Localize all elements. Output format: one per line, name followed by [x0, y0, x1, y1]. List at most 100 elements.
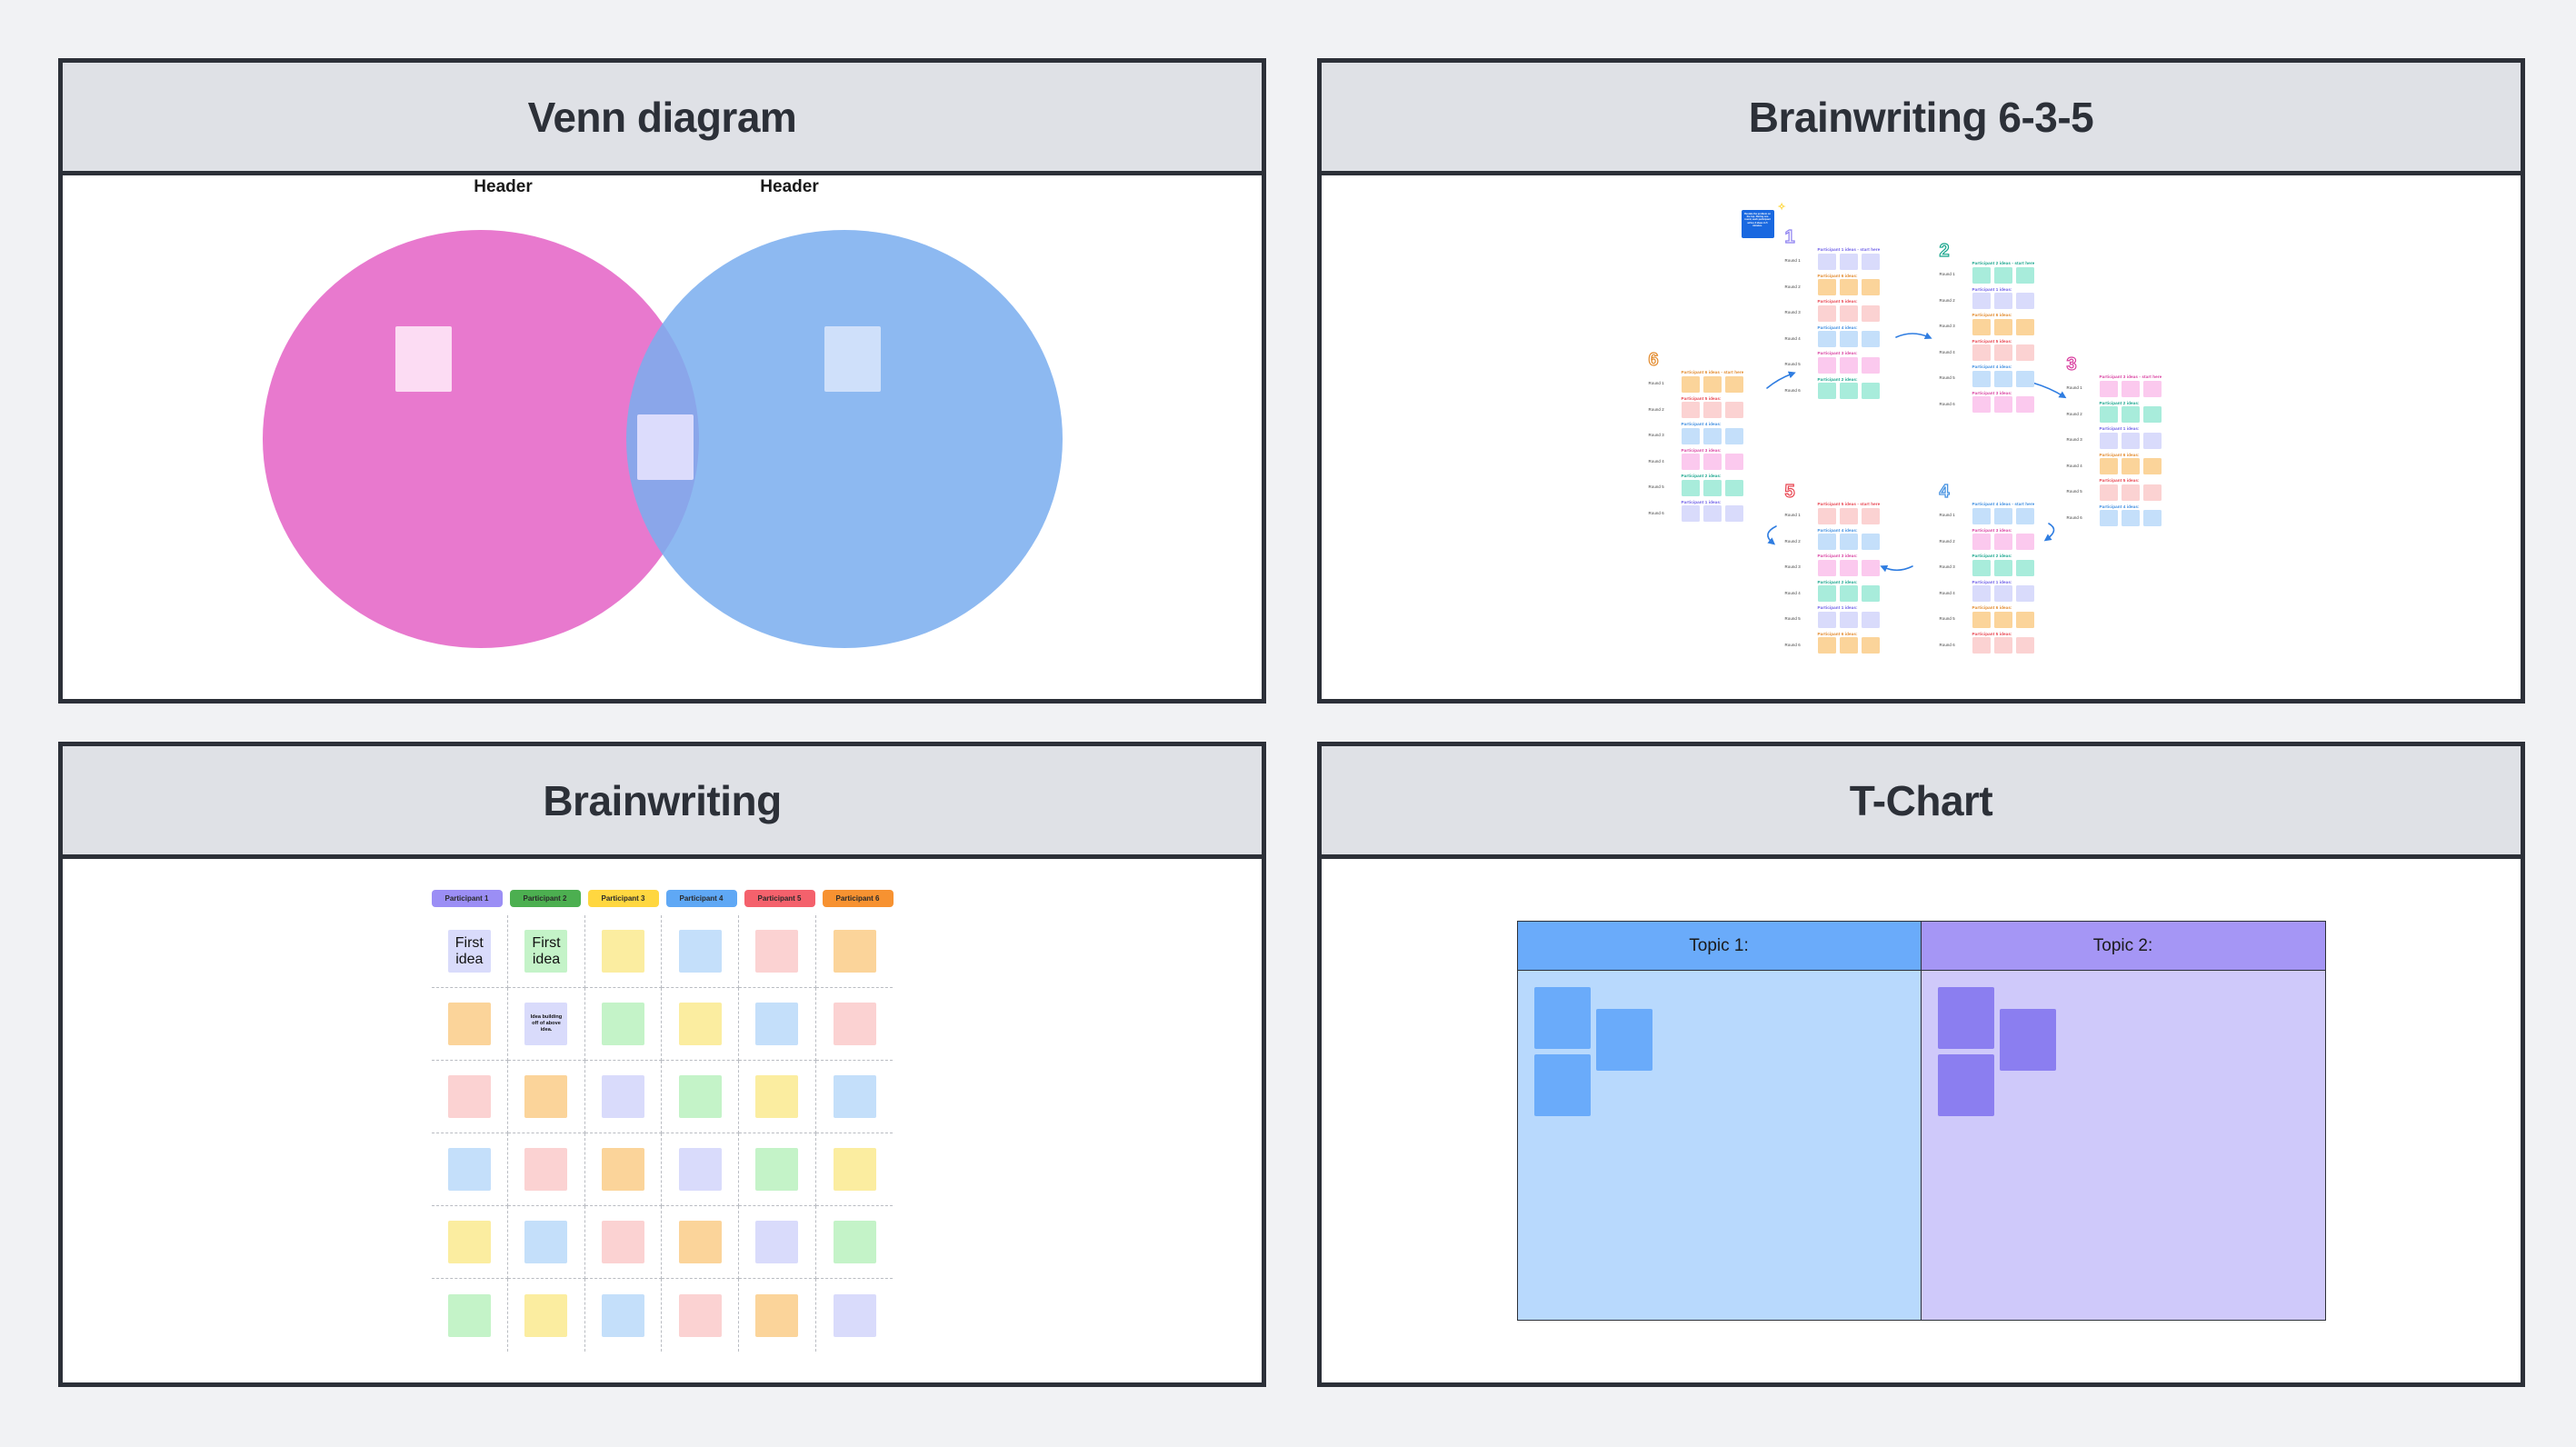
- sticky-note[interactable]: [678, 930, 722, 973]
- sticky-note[interactable]: [1972, 344, 1991, 361]
- sticky-note[interactable]: [1972, 507, 1991, 524]
- sticky-note[interactable]: [1817, 507, 1836, 524]
- sticky-note[interactable]: [1861, 304, 1880, 322]
- participant-chip-3[interactable]: Participant 3: [587, 890, 659, 907]
- sticky-note[interactable]: [1972, 396, 1991, 413]
- sticky-note[interactable]: [833, 1075, 876, 1118]
- sticky-note[interactable]: [2015, 396, 2034, 413]
- sticky-note[interactable]: First idea: [447, 930, 491, 973]
- participant-chip-2[interactable]: Participant 2: [509, 890, 581, 907]
- sticky-note[interactable]: [1702, 505, 1722, 522]
- sticky-note[interactable]: [2099, 432, 2118, 449]
- sticky-note[interactable]: First idea: [524, 930, 568, 973]
- sticky-note[interactable]: [1972, 266, 1991, 284]
- sticky-note[interactable]: [1993, 585, 2012, 602]
- sticky-note[interactable]: [2015, 370, 2034, 387]
- sticky-note[interactable]: [447, 1003, 491, 1045]
- sticky-note[interactable]: [833, 1003, 876, 1045]
- sticky-note[interactable]: [602, 1075, 645, 1118]
- instruction-sticky-note[interactable]: Restate the problem on the top. During o…: [1741, 210, 1774, 238]
- sticky-note[interactable]: [524, 1293, 568, 1337]
- sticky-note[interactable]: [1533, 1054, 1591, 1116]
- sticky-note[interactable]: [1972, 611, 1991, 628]
- sticky-note[interactable]: [1724, 505, 1743, 522]
- sticky-note[interactable]: [2015, 611, 2034, 628]
- sticky-note[interactable]: [447, 1148, 491, 1191]
- sticky-note[interactable]: [1861, 331, 1880, 347]
- sticky-note[interactable]: [1817, 611, 1836, 628]
- sticky-note[interactable]: [678, 1221, 722, 1263]
- sticky-note[interactable]: [1839, 585, 1858, 602]
- sticky-note[interactable]: [1993, 637, 2012, 654]
- sticky-note[interactable]: [833, 1293, 876, 1337]
- sticky-note[interactable]: [524, 1075, 568, 1118]
- sticky-note[interactable]: [1972, 534, 1991, 550]
- sticky-note[interactable]: [2015, 293, 2034, 309]
- sticky-note[interactable]: [1972, 318, 1991, 335]
- participant-chip-4[interactable]: Participant 4: [665, 890, 737, 907]
- sticky-note[interactable]: [1972, 293, 1991, 309]
- sticky-note[interactable]: [1861, 637, 1880, 654]
- sticky-note[interactable]: [447, 1075, 491, 1118]
- sticky-note[interactable]: [1993, 611, 2012, 628]
- sticky-note[interactable]: [833, 1148, 876, 1191]
- sticky-note[interactable]: [755, 1148, 799, 1191]
- sticky-note[interactable]: [1724, 479, 1743, 496]
- sticky-note[interactable]: [1839, 331, 1858, 347]
- sticky-note[interactable]: [2015, 318, 2034, 335]
- sticky-note[interactable]: [1993, 293, 2012, 309]
- sticky-note[interactable]: [602, 1003, 645, 1045]
- sticky-note[interactable]: [755, 1221, 799, 1263]
- sticky-note[interactable]: [1937, 987, 1994, 1049]
- sticky-note[interactable]: [1595, 1009, 1652, 1071]
- sticky-note[interactable]: [2121, 510, 2140, 526]
- sticky-note[interactable]: [1839, 637, 1858, 654]
- sticky-note[interactable]: [1972, 370, 1991, 387]
- sticky-note[interactable]: [602, 1148, 645, 1191]
- sticky-note[interactable]: [1702, 402, 1722, 418]
- sticky-note[interactable]: [2099, 380, 2118, 397]
- sticky-note[interactable]: [1817, 253, 1836, 270]
- sticky-note[interactable]: [1972, 559, 1991, 576]
- sticky-note[interactable]: [1702, 375, 1722, 393]
- sticky-note[interactable]: [678, 1075, 722, 1118]
- sticky-note[interactable]: [1861, 356, 1880, 374]
- sticky-note[interactable]: [1533, 987, 1591, 1049]
- sticky-note[interactable]: [2142, 380, 2162, 397]
- sticky-note[interactable]: [1839, 507, 1858, 524]
- sticky-note[interactable]: [2015, 534, 2034, 550]
- sticky-note[interactable]: [1999, 1009, 2056, 1071]
- sticky-note[interactable]: [678, 1148, 722, 1191]
- venn-note-overlap[interactable]: [636, 414, 694, 480]
- sticky-note[interactable]: [2015, 507, 2034, 524]
- panel-t-chart[interactable]: T-Chart Topic 1:Topic 2:: [1317, 742, 2525, 1387]
- sticky-note[interactable]: [1993, 266, 2012, 284]
- sticky-note[interactable]: [1839, 279, 1858, 295]
- participant-chip-6[interactable]: Participant 6: [822, 890, 894, 907]
- sticky-note[interactable]: [1839, 253, 1858, 270]
- sticky-note[interactable]: [1993, 534, 2012, 550]
- sticky-note[interactable]: [1861, 559, 1880, 576]
- sticky-note[interactable]: [1861, 253, 1880, 270]
- sticky-note[interactable]: [2015, 637, 2034, 654]
- sticky-note[interactable]: [1972, 585, 1991, 602]
- sticky-note[interactable]: [1839, 559, 1858, 576]
- sticky-note[interactable]: [1861, 507, 1880, 524]
- sticky-note[interactable]: [1993, 344, 2012, 361]
- sticky-note[interactable]: [2099, 458, 2118, 474]
- sticky-note[interactable]: [447, 1293, 491, 1337]
- sticky-note[interactable]: [833, 1221, 876, 1263]
- sticky-note[interactable]: [1817, 585, 1836, 602]
- sticky-note[interactable]: [1681, 505, 1700, 522]
- sticky-note[interactable]: [1817, 637, 1836, 654]
- sticky-note[interactable]: [2121, 484, 2140, 501]
- sticky-note[interactable]: [755, 1003, 799, 1045]
- sticky-note[interactable]: [1681, 402, 1700, 418]
- sticky-note[interactable]: [602, 930, 645, 973]
- sticky-note[interactable]: [1681, 454, 1700, 470]
- venn-note-left[interactable]: [394, 326, 452, 392]
- venn-note-right[interactable]: [824, 326, 881, 392]
